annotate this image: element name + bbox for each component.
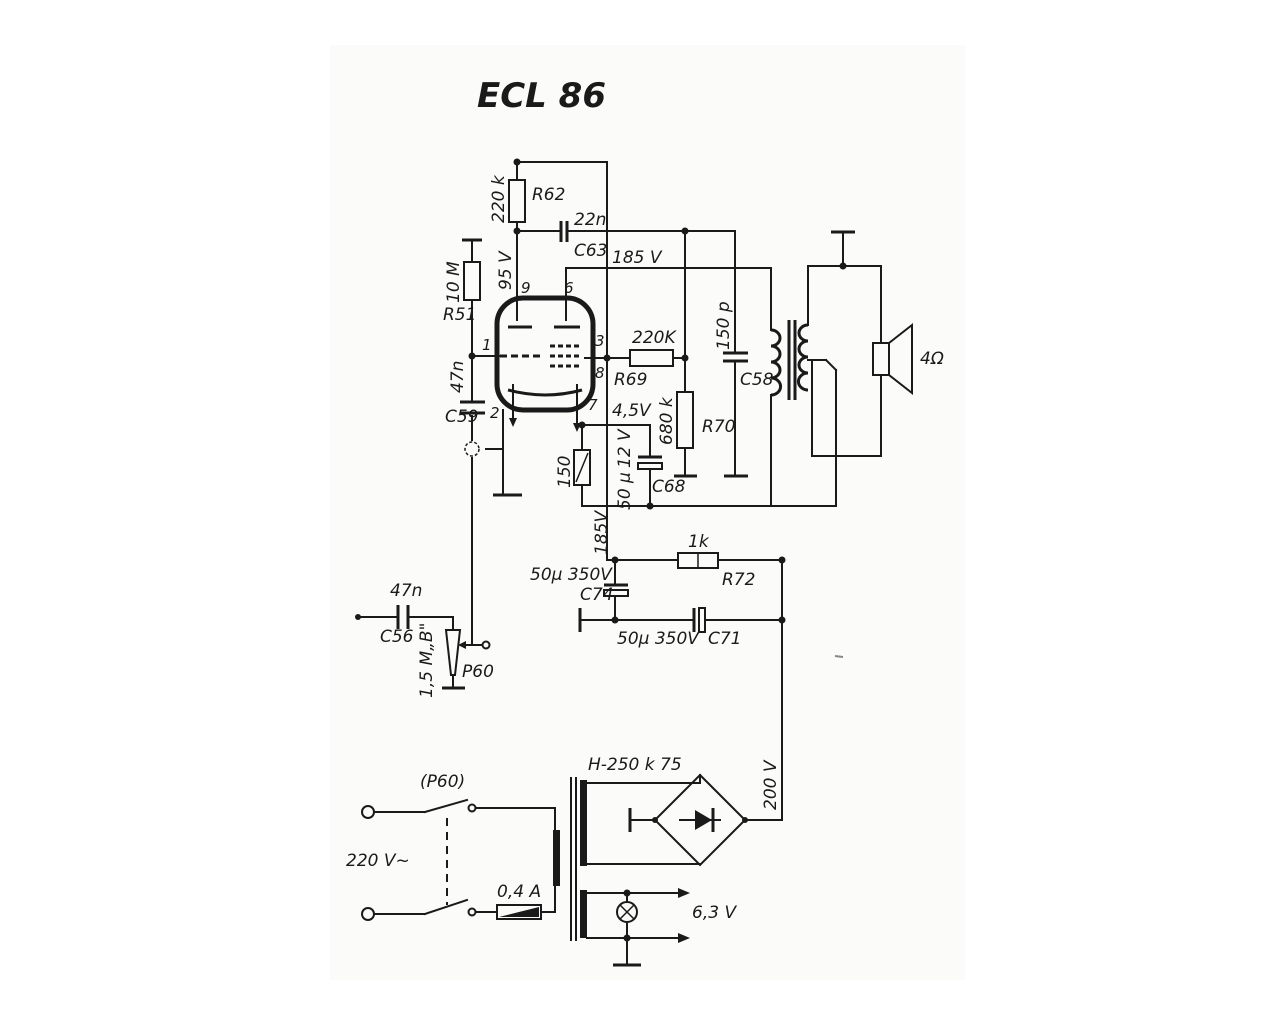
capacitor-c74 [603, 583, 629, 597]
wires-output [581, 230, 882, 507]
c63-label: C63 [574, 241, 608, 261]
mains-voltage: 220 V~ [346, 851, 410, 871]
pin-8: 8 [595, 364, 605, 382]
output-transformer [770, 320, 809, 400]
capacitor-c58 [723, 351, 748, 478]
c68-label: C68 [652, 477, 686, 497]
power-transformer [553, 777, 587, 941]
r62-label: R62 [532, 185, 565, 205]
wires-secondary [586, 774, 783, 967]
r51-value: 10 M [444, 261, 464, 303]
wires-filter [578, 559, 783, 821]
p60-label: P60 [462, 662, 494, 682]
wires-input [357, 616, 485, 690]
fuse-icon [496, 904, 542, 920]
resistor-r69 [629, 349, 674, 367]
pin-3: 3 [595, 332, 605, 350]
pin-1: 1 [482, 336, 492, 354]
capacitor-c63 [559, 221, 569, 242]
pilot-lamp-icon [616, 901, 638, 923]
schematic-title: ECL 86 [477, 76, 606, 116]
r150-value: 150 [555, 456, 575, 488]
bridge-rectifier [653, 773, 747, 867]
wires-cathode [581, 424, 651, 507]
c56-value: 47n [390, 581, 422, 601]
c63-value: 22n [574, 210, 606, 230]
c56-label: C56 [380, 627, 414, 647]
capacitor-c71 [692, 607, 706, 633]
r69-value: 220K [632, 328, 677, 348]
resistor-r62 [508, 179, 526, 223]
c59-value: 47n [448, 361, 468, 393]
voltage-200v: 200 V [761, 759, 781, 810]
scanned-page [330, 45, 965, 980]
resistor-r51 [463, 261, 481, 301]
r62-value: 220 k [489, 174, 509, 223]
resistor-r72 [677, 552, 719, 569]
capacitor-c68 [637, 455, 663, 470]
pin-7: 7 [588, 396, 598, 414]
voltage-12v: 12 V [615, 428, 635, 468]
heater-voltage: 6,3 V [692, 903, 737, 923]
pin-2: 2 [490, 404, 500, 422]
transformer-type: H-250 k 75 [588, 755, 682, 775]
c68-value: 50 μ [615, 472, 635, 510]
wires-mains [373, 798, 556, 916]
tube-ecl86 [494, 295, 596, 432]
fuse-rating: 0,4 A [497, 882, 541, 902]
r70-value: 680 k [657, 396, 677, 445]
voltage-4-5v: 4,5V [612, 401, 652, 421]
r51-label: R51 [443, 305, 476, 325]
r69-label: R69 [614, 370, 647, 390]
resistor-150 [573, 449, 591, 486]
c71-value: 50μ 350V [617, 629, 700, 649]
pin-9: 9 [521, 279, 531, 297]
voltage-95v: 95 V [496, 250, 516, 290]
c58-label: C58 [740, 370, 774, 390]
p60-value: 1,5 M„B" [417, 623, 437, 698]
wires-grid [462, 238, 522, 646]
resistor-r70 [676, 391, 694, 449]
voltage-185v-mid: 185V [592, 510, 612, 555]
c74-label: C74 [580, 585, 614, 605]
c74-value: 50μ 350V [530, 565, 613, 585]
capacitor-c56 [396, 605, 410, 629]
potentiometer-p60 [444, 629, 466, 676]
c59-label: C59 [445, 407, 479, 427]
voltage-185v-top: 185 V [612, 248, 663, 268]
speaker-impedance: 4Ω [920, 349, 944, 369]
r72-value: 1k [688, 532, 710, 552]
pin-6: 6 [564, 279, 574, 297]
r70-label: R70 [702, 417, 735, 437]
switch-label: (P60) [420, 772, 465, 792]
c71-label: C71 [708, 629, 742, 649]
speaker-icon [872, 322, 913, 396]
capacitor-c59 [460, 400, 485, 415]
c58-value: 150 p [714, 301, 734, 350]
r72-label: R72 [722, 570, 755, 590]
